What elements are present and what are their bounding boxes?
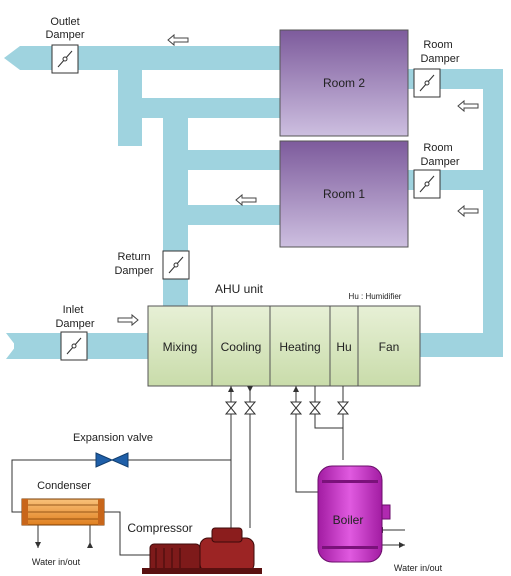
- room1-damper[interactable]: [413, 169, 441, 199]
- flow-arrow-room1-return: [235, 193, 257, 207]
- valve-heating-1[interactable]: [289, 401, 303, 415]
- exhaust-riser: [118, 46, 142, 146]
- return-damper-label-2: Damper: [114, 265, 153, 277]
- expansion-valve[interactable]: [95, 452, 129, 468]
- ahu-unit: Mixing Cooling Heating Hu Fan: [147, 305, 421, 387]
- boiler-label: Boiler: [333, 513, 364, 527]
- condenser-label: Condenser: [37, 480, 91, 492]
- outlet-arrow-end: [4, 46, 20, 70]
- pipe-arrows: [35, 386, 405, 548]
- compressor: [142, 527, 262, 574]
- boiler: Boiler: [317, 465, 391, 563]
- room1-damper-label-2: Damper: [420, 156, 459, 168]
- flow-arrow-inlet: [117, 313, 139, 327]
- room-1: Room 1: [279, 140, 409, 248]
- flow-arrow-outlet: [167, 33, 189, 47]
- humidifier-note: Hu : Humidifier: [349, 292, 402, 301]
- room2-return-duct: [118, 98, 282, 118]
- water-label-right: Water in/out: [394, 563, 443, 573]
- inlet-duct-notch: [6, 333, 16, 359]
- outlet-damper-label-2: Damper: [45, 29, 84, 41]
- room1-label: Room 1: [323, 187, 365, 201]
- valve-humidifier[interactable]: [336, 401, 350, 415]
- inlet-damper[interactable]: [60, 331, 88, 361]
- room2-damper-label-1: Room: [423, 39, 452, 51]
- ahu-section-humidifier: Hu: [336, 340, 351, 354]
- flow-arrow-room2-supply: [457, 99, 479, 113]
- return-damper[interactable]: [162, 250, 190, 280]
- flow-arrow-room1-supply: [457, 204, 479, 218]
- compressor-label: Compressor: [127, 521, 192, 535]
- room1-damper-label-1: Room: [423, 142, 452, 154]
- supply-riser: [483, 69, 503, 357]
- inlet-damper-label-2: Damper: [55, 318, 94, 330]
- valve-cooling-2[interactable]: [243, 401, 257, 415]
- outlet-damper[interactable]: [51, 44, 79, 74]
- ahu-section-cooling: Cooling: [221, 340, 262, 354]
- ahu-section-mixing: Mixing: [163, 340, 198, 354]
- room1-upper-duct: [188, 150, 282, 170]
- water-label-left: Water in/out: [32, 557, 81, 567]
- condenser: [21, 498, 105, 526]
- room1-lower-duct: [188, 205, 282, 225]
- ahu-section-heating: Heating: [279, 340, 320, 354]
- valve-cooling-1[interactable]: [224, 401, 238, 415]
- room-2: Room 2: [279, 29, 409, 137]
- pipe-valves: [224, 401, 350, 415]
- valve-heating-2[interactable]: [308, 401, 322, 415]
- inlet-damper-label-1: Inlet: [63, 304, 84, 316]
- room2-damper-label-2: Damper: [420, 53, 459, 65]
- flow-arrows: [117, 33, 479, 327]
- ahu-section-fan: Fan: [379, 340, 400, 354]
- outlet-damper-label-1: Outlet: [50, 16, 79, 28]
- room2-damper[interactable]: [413, 68, 441, 98]
- return-damper-label-1: Return: [117, 251, 150, 263]
- ahu-unit-label: AHU unit: [215, 282, 264, 296]
- expansion-valve-label: Expansion valve: [73, 432, 153, 444]
- room2-label: Room 2: [323, 76, 365, 90]
